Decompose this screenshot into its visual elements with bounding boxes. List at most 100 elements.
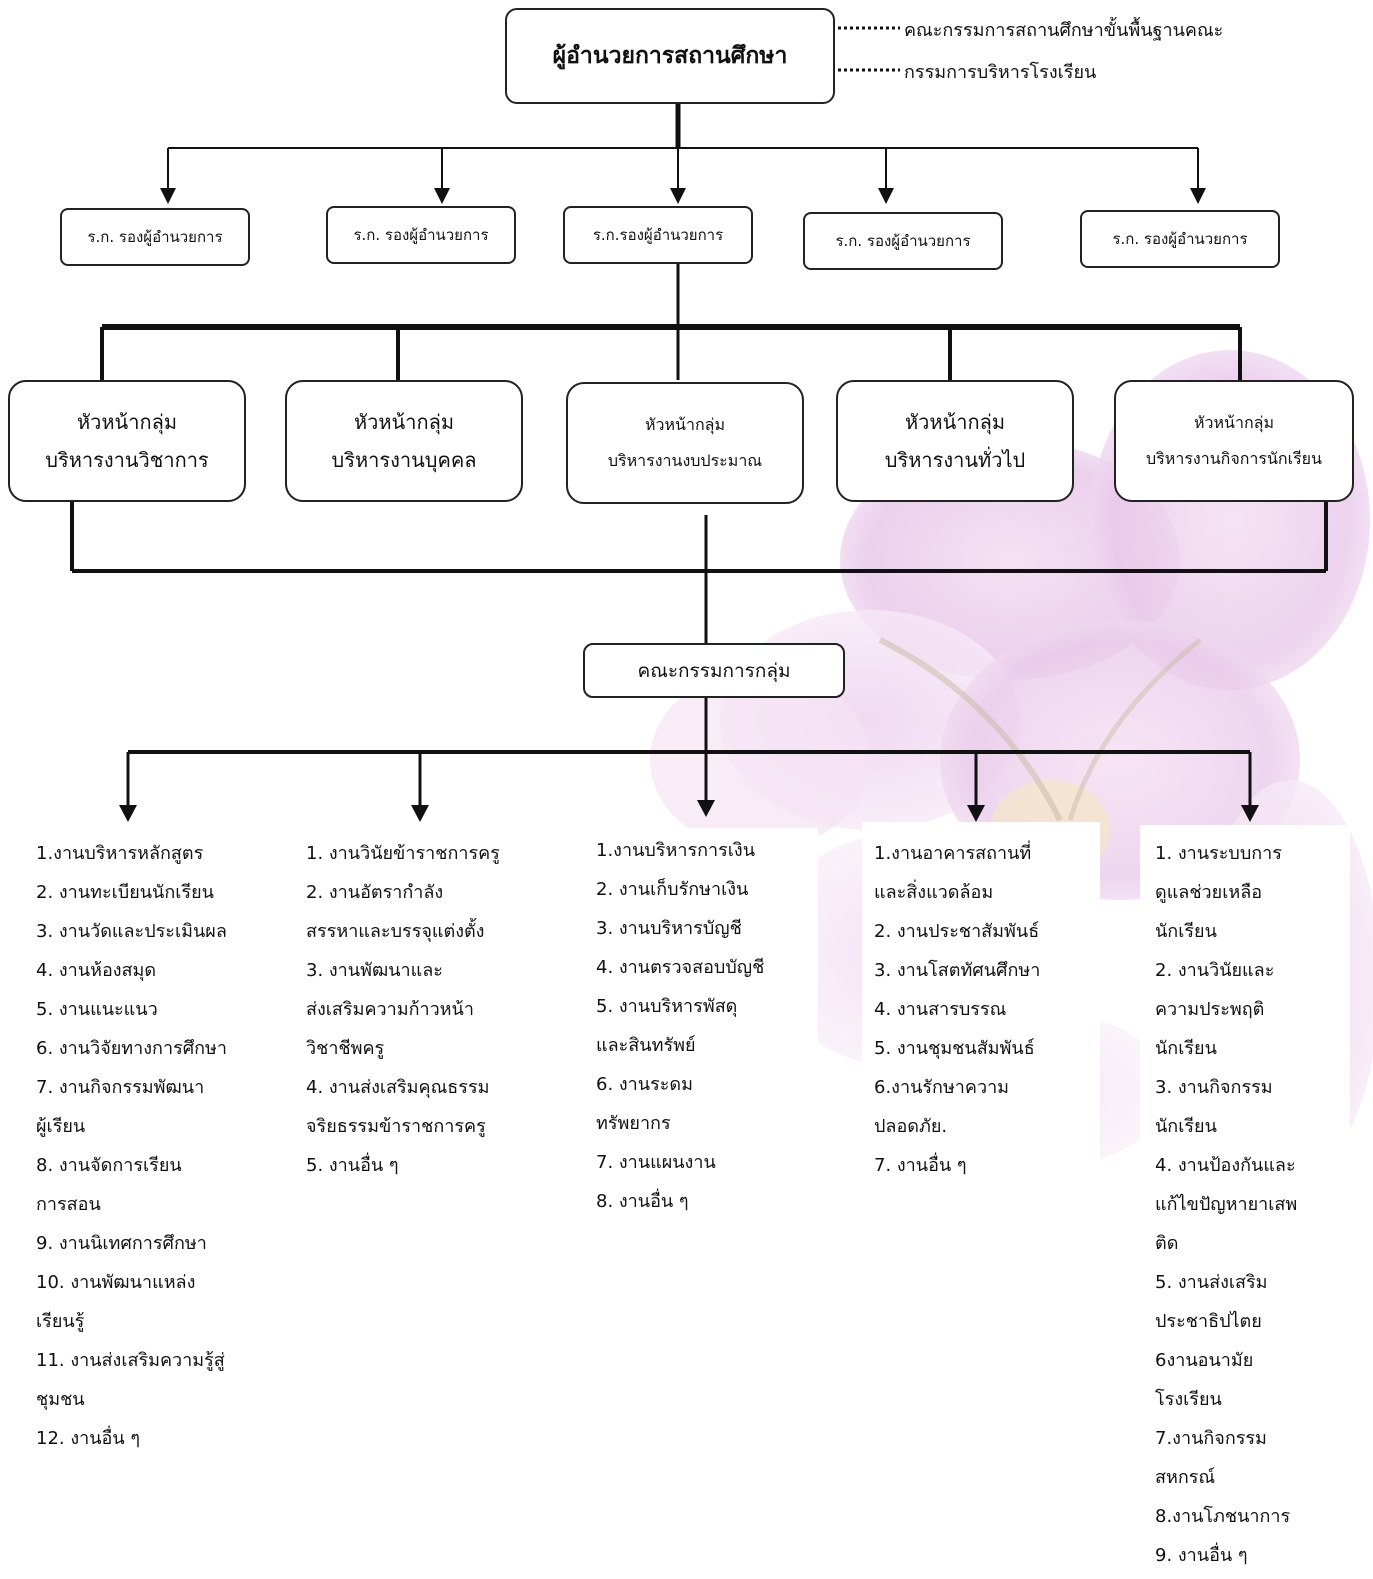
task-item: 1. งานระบบการ <box>1155 843 1282 864</box>
deputy-label: ร.ก. รองผู้อำนวยการ <box>835 232 971 250</box>
task-item: ปลอดภัย. <box>874 1116 948 1137</box>
task-item: 6งานอนามัย <box>1155 1350 1254 1371</box>
task-item: 4. งานห้องสมุด <box>36 960 157 981</box>
task-item: และสินทรัพย์ <box>596 1035 696 1056</box>
group-box-personnel: หัวหน้ากลุ่มบริหารงานบุคคล <box>285 380 523 502</box>
task-item: ผู้เรียน <box>36 1116 86 1137</box>
task-item: 2. งานประชาสัมพันธ์ <box>874 921 1040 942</box>
task-item: 2. งานอัตรากำลัง <box>306 882 444 903</box>
group-committee-box: คณะกรรมการกลุ่ม <box>583 643 845 698</box>
deputy-label: ร.ก. รองผู้อำนวยการ <box>87 228 223 246</box>
group-box-general: หัวหน้ากลุ่มบริหารงานทั่วไป <box>836 380 1074 502</box>
task-item: การสอน <box>36 1194 101 1215</box>
task-item: นักเรียน <box>1155 1116 1217 1137</box>
group-line2: บริหารงานทั่วไป <box>884 448 1026 472</box>
task-item: 4. งานสารบรรณ <box>874 999 1007 1020</box>
task-item: 5. งานส่งเสริม <box>1155 1272 1268 1293</box>
task-item: 1.งานบริหารการเงิน <box>596 840 756 861</box>
task-item: โรงเรียน <box>1155 1389 1222 1410</box>
task-item: วิชาชีพครู <box>306 1038 385 1059</box>
group-box-student-affairs: หัวหน้ากลุ่มบริหารงานกิจการนักเรียน <box>1114 380 1354 502</box>
school-committee-label: กรรมการบริหารโรงเรียน <box>904 62 1097 83</box>
task-item: 4. งานป้องกันและ <box>1155 1155 1296 1176</box>
task-list-academic: 1.งานบริหารหลักสูตร 2. งานทะเบียนนักเรียน… <box>36 834 227 1458</box>
group-line1: หัวหน้ากลุ่ม <box>76 410 178 434</box>
task-item: 3. งานบริหารบัญชี <box>596 918 742 939</box>
board-committee-label: คณะกรรมการสถานศึกษาขั้นพื้นฐานคณะ <box>904 20 1224 41</box>
task-item: 7.งานกิจกรรม <box>1155 1428 1267 1449</box>
task-item: 3. งานกิจกรรม <box>1155 1077 1273 1098</box>
task-item: 1.งานบริหารหลักสูตร <box>36 843 204 864</box>
deputy-box-5: ร.ก. รองผู้อำนวยการ <box>1080 210 1280 268</box>
task-item: 1. งานวินัยข้าราชการครู <box>306 843 500 864</box>
deputy-label: ร.ก. รองผู้อำนวยการ <box>1112 230 1248 248</box>
group-box-budget: หัวหน้ากลุ่มบริหารงานงบประมาณ <box>566 382 804 504</box>
task-item: 9. งานนิเทศการศึกษา <box>36 1233 207 1254</box>
task-item: 1.งานอาคารสถานที่ <box>874 843 1032 864</box>
task-item: 3. งานโสตทัศนศึกษา <box>874 960 1041 981</box>
task-item: 12. งานอื่น ๆ <box>36 1428 141 1449</box>
task-item: 9. งานอื่น ๆ <box>1155 1545 1248 1566</box>
deputy-box-1: ร.ก. รองผู้อำนวยการ <box>60 208 250 266</box>
list-panel-budget <box>586 828 818 1220</box>
list-panel-general <box>862 822 1100 1197</box>
task-list-personnel: 1. งานวินัยข้าราชการครู 2. งานอัตรากำลังส… <box>306 834 500 1185</box>
group-line2: บริหารงานบุคคล <box>331 448 477 472</box>
task-item: ทรัพยากร <box>596 1113 671 1134</box>
task-item: 8.งานโภชนาการ <box>1155 1506 1291 1527</box>
group-line1: หัวหน้ากลุ่ม <box>353 410 455 434</box>
group-box-academic: หัวหน้ากลุ่มบริหารงานวิชาการ <box>8 380 246 502</box>
deputy-box-3: ร.ก.รองผู้อำนวยการ <box>563 206 753 264</box>
group-line1: หัวหน้ากลุ่ม <box>1193 413 1275 432</box>
task-item: ชุมชน <box>36 1389 85 1410</box>
committee-label: คณะกรรมการกลุ่ม <box>637 659 791 682</box>
task-item: ประชาธิปไตย <box>1155 1311 1262 1332</box>
task-item: 4. งานตรวจสอบบัญชี <box>596 957 765 978</box>
deputy-box-2: ร.ก. รองผู้อำนวยการ <box>326 206 516 264</box>
task-item: 7. งานกิจกรรมพัฒนา <box>36 1077 205 1098</box>
task-item: นักเรียน <box>1155 921 1217 942</box>
task-item: 5. งานอื่น ๆ <box>306 1155 399 1176</box>
task-item: ความประพฤติ <box>1155 999 1265 1020</box>
task-item: 8. งานอื่น ๆ <box>596 1191 689 1212</box>
task-item: ส่งเสริมความก้าวหน้า <box>306 999 474 1020</box>
task-item: และสิ่งแวดล้อม <box>874 882 994 903</box>
task-item: เรียนรู้ <box>36 1311 85 1332</box>
task-item: 10. งานพัฒนาแหล่ง <box>36 1272 196 1293</box>
group-line2: บริหารงานกิจการนักเรียน <box>1146 449 1322 468</box>
task-item: 6. งานวิจัยทางการศึกษา <box>36 1038 228 1059</box>
task-list-general: 1.งานอาคารสถานที่และสิ่งแวดล้อม 2. งานประ… <box>874 834 1040 1185</box>
task-item: นักเรียน <box>1155 1038 1217 1059</box>
task-item: แก้ไขปัญหายาเสพ <box>1155 1194 1298 1215</box>
deputy-box-4: ร.ก. รองผู้อำนวยการ <box>803 212 1003 270</box>
group-line2: บริหารงานงบประมาณ <box>607 451 763 470</box>
task-item: 6.งานรักษาความ <box>874 1077 1010 1098</box>
task-item: 5. งานแนะแนว <box>36 999 158 1020</box>
task-item: 8. งานจัดการเรียน <box>36 1155 182 1176</box>
director-box: ผู้อำนวยการสถานศึกษา <box>505 8 835 104</box>
task-item: 2. งานเก็บรักษาเงิน <box>596 879 749 900</box>
task-item: 2. งานทะเบียนนักเรียน <box>36 882 214 903</box>
task-list-budget: 1.งานบริหารการเงิน 2. งานเก็บรักษาเงิน 3. … <box>596 831 764 1221</box>
task-item: 11. งานส่งเสริมความรู้สู่ <box>36 1350 225 1371</box>
list-panel-student-affairs <box>1140 825 1350 1579</box>
task-item: จริยธรรมข้าราชการครู <box>306 1116 486 1137</box>
deputy-label: ร.ก.รองผู้อำนวยการ <box>592 226 724 244</box>
task-item: 6. งานระดม <box>596 1074 693 1095</box>
task-item: ดูแลช่วยเหลือ <box>1155 882 1263 903</box>
task-item: 7. งานอื่น ๆ <box>874 1155 967 1176</box>
group-line1: หัวหน้ากลุ่ม <box>644 415 726 434</box>
task-item: 5. งานชุมชนสัมพันธ์ <box>874 1038 1035 1059</box>
deputy-label: ร.ก. รองผู้อำนวยการ <box>353 226 489 244</box>
group-line1: หัวหน้ากลุ่ม <box>904 410 1006 434</box>
group-line2: บริหารงานวิชาการ <box>45 448 209 472</box>
task-item: ติด <box>1155 1233 1179 1254</box>
task-item: 5. งานบริหารพัสดุ <box>596 996 738 1017</box>
task-item: 3. งานพัฒนาและ <box>306 960 443 981</box>
task-item: 3. งานวัดและประเมินผล <box>36 921 227 942</box>
task-item: 7. งานแผนงาน <box>596 1152 716 1173</box>
task-item: สรรหาและบรรจุแต่งตั้ง <box>306 921 485 942</box>
director-title: ผู้อำนวยการสถานศึกษา <box>552 43 788 69</box>
